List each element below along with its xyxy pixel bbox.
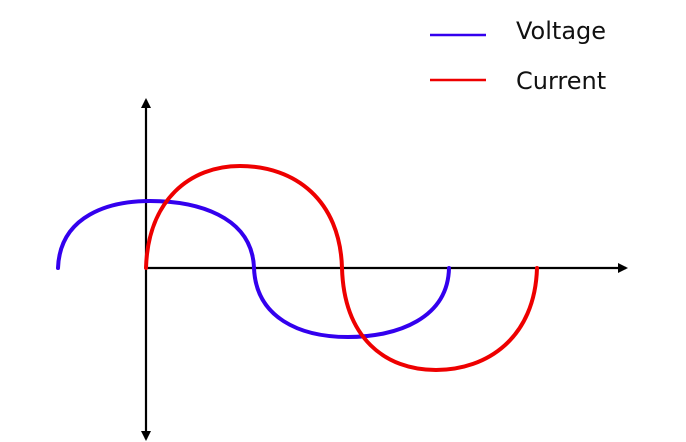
- legend-current-label: Current: [516, 67, 607, 95]
- legend-voltage-label: Voltage: [516, 17, 607, 45]
- current-curve: [144, 163, 539, 373]
- voltage-curve: [56, 198, 451, 340]
